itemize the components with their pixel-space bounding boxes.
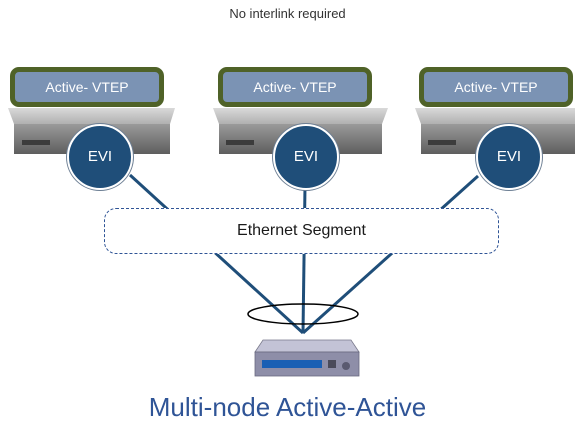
lag-ellipse xyxy=(247,303,359,325)
evi-node-1: EVI xyxy=(67,124,133,190)
link-1 xyxy=(128,173,305,335)
top-note: No interlink required xyxy=(229,6,346,21)
ce-switch-icon xyxy=(254,339,360,377)
diagram-title: Multi-node Active-Active xyxy=(148,392,427,422)
ethernet-segment: Ethernet Segment xyxy=(104,208,499,254)
evi-node-2: EVI xyxy=(273,124,339,190)
link-3 xyxy=(301,174,480,335)
vtep-label-3: Active- VTEP xyxy=(419,67,573,107)
evi-node-3: EVI xyxy=(476,124,542,190)
vtep-label-1: Active- VTEP xyxy=(10,67,164,107)
vtep-label-2: Active- VTEP xyxy=(218,67,372,107)
